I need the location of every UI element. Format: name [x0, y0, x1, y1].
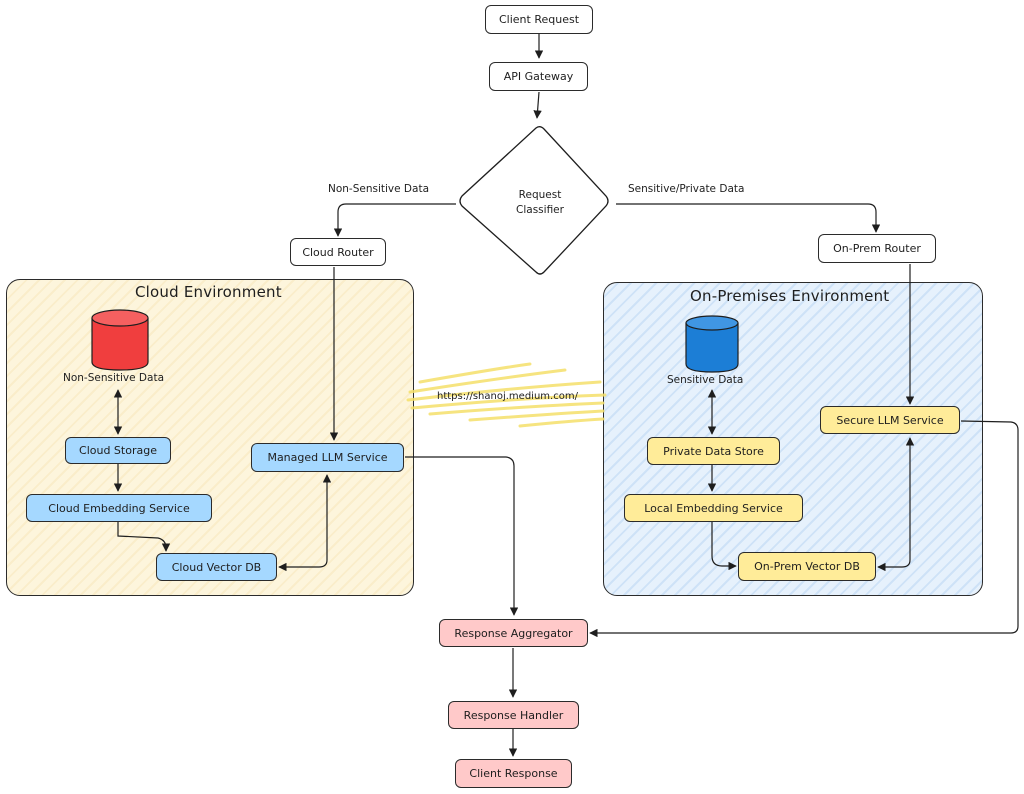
response-aggregator-node: Response Aggregator: [439, 619, 588, 647]
edge-label-non-sensitive: Non-Sensitive Data: [328, 183, 430, 195]
request-classifier-diamond: [459, 126, 609, 275]
edge-label-sensitive: Sensitive/Private Data: [628, 183, 745, 195]
client-response-node: Client Response: [455, 759, 572, 788]
request-classifier-label: Request Classifier: [490, 188, 590, 218]
cloud-router-node: Cloud Router: [290, 238, 386, 266]
onprem-db-label: Sensitive Data: [667, 374, 744, 386]
edge-embedding-vectordb: [117, 522, 171, 552]
edge-securellm-onpremvectordb: [877, 437, 915, 572]
edge-managedllm-vectordb: [278, 474, 332, 572]
edge-securellm-aggregator: [589, 420, 1019, 638]
request-classifier-line-1: Request: [518, 189, 562, 201]
edge-localembedding-onpremvectordb: [711, 522, 737, 571]
private-data-store-node: Private Data Store: [647, 437, 780, 465]
onprem-router-node: On-Prem Router: [818, 234, 936, 263]
onprem-vector-db-node: On-Prem Vector DB: [738, 552, 876, 581]
response-handler-node: Response Handler: [448, 701, 579, 729]
database-cylinder-blue: [685, 315, 739, 373]
watermark-url: https://shanoj.medium.com/: [437, 391, 578, 402]
cloud-storage-node: Cloud Storage: [65, 437, 171, 464]
onprem-environment-title: On-Premises Environment: [690, 287, 890, 305]
cloud-environment-container: Cloud Environment: [6, 279, 414, 596]
cloud-environment-title: Cloud Environment: [135, 283, 282, 301]
edge-gateway-classifier: [533, 91, 542, 119]
edge-classifier-onpremrouter: [616, 203, 881, 233]
database-cylinder-red: [91, 309, 149, 371]
cloud-vector-db-node: Cloud Vector DB: [156, 553, 277, 581]
client-request-node: Client Request: [485, 5, 593, 34]
managed-llm-node: Managed LLM Service: [251, 443, 404, 472]
edge-managedllm-aggregator: [405, 456, 519, 616]
local-embedding-node: Local Embedding Service: [624, 494, 803, 522]
watermark-highlight: [406, 362, 607, 428]
api-gateway-node: API Gateway: [489, 62, 588, 91]
cloud-embedding-node: Cloud Embedding Service: [26, 494, 212, 522]
secure-llm-node: Secure LLM Service: [820, 406, 960, 434]
edge-classifier-cloudrouter: [333, 203, 456, 237]
cloud-db-label: Non-Sensitive Data: [63, 372, 165, 384]
request-classifier-line-2: Classifier: [516, 204, 564, 216]
